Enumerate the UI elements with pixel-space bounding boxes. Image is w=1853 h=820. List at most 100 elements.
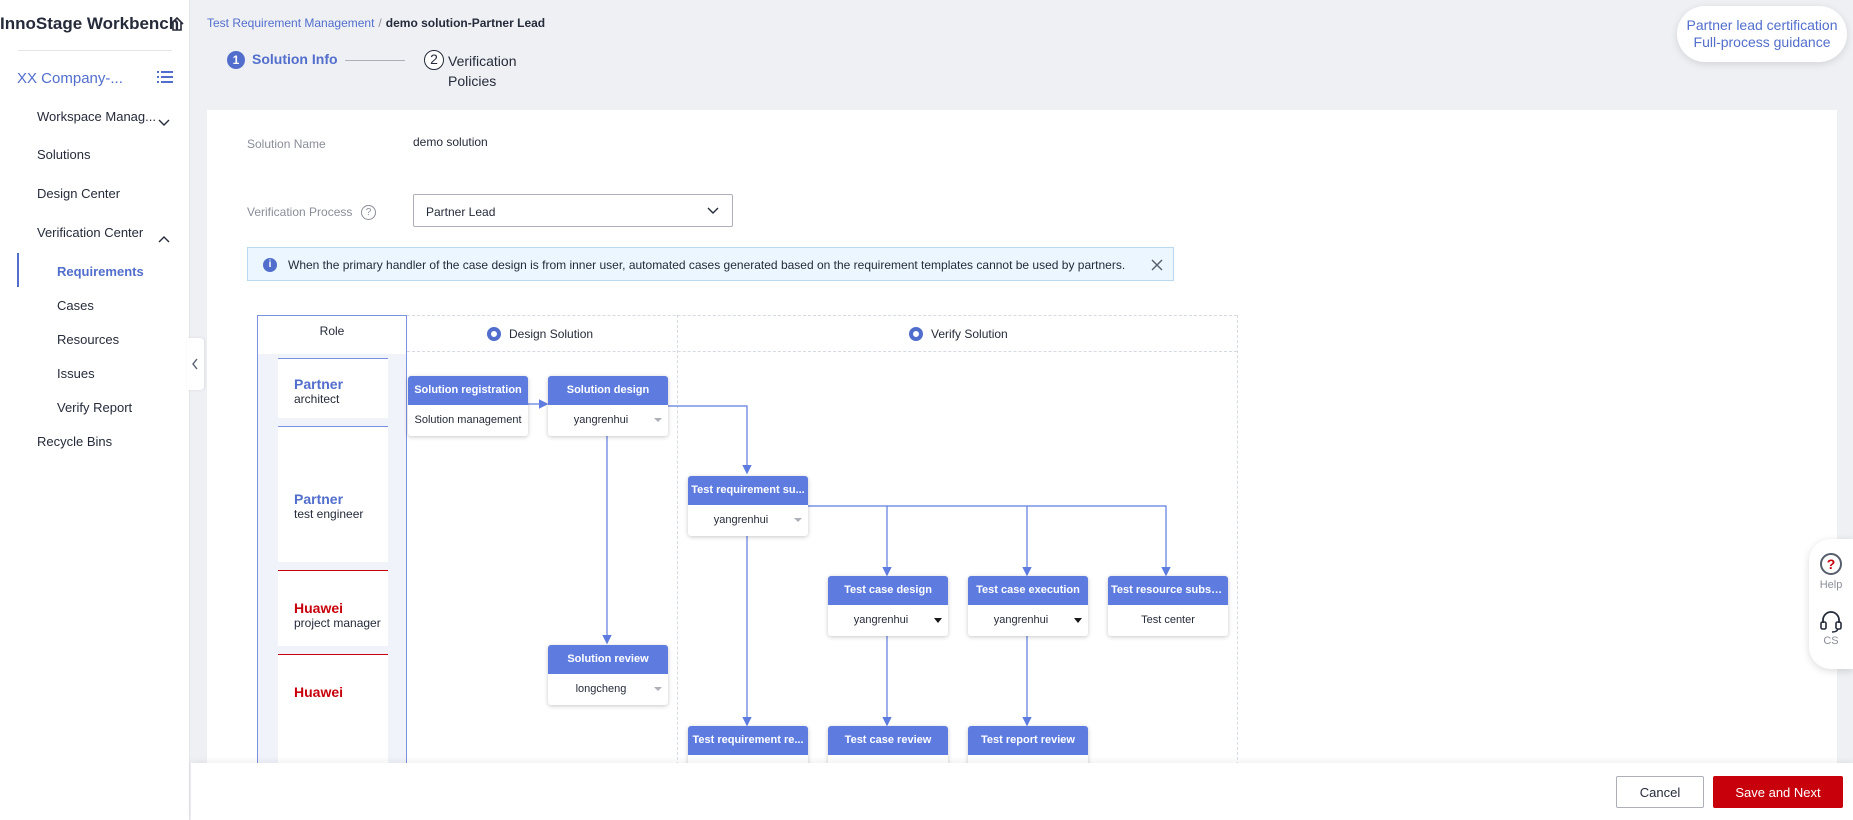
node-assignee-select[interactable]: yangrenhui [828, 605, 948, 636]
role-card: Huawei [278, 654, 388, 765]
caret-down-icon[interactable] [654, 687, 662, 691]
solution-name-value: demo solution [413, 135, 488, 149]
breadcrumb: Test Requirement Management/demo solutio… [207, 16, 545, 30]
node-title: Solution review [548, 645, 668, 674]
role-card: Partner architect [278, 358, 388, 418]
list-menu-icon[interactable] [157, 70, 173, 89]
node-value: yangrenhui [853, 614, 909, 626]
node-value: Test center [1141, 614, 1195, 626]
process-flow: Role Partner architect Partner test engi… [207, 110, 1837, 765]
sidebar-item-cases[interactable]: Cases [57, 298, 94, 313]
sidebar-item-verify-report[interactable]: Verify Report [57, 400, 133, 415]
sidebar-item-verification-center[interactable]: Verification Center [37, 225, 144, 240]
stage-label: Design Solution [509, 327, 594, 341]
node-value: yangrenhui [573, 414, 629, 426]
step-2-number: 2 [424, 50, 444, 70]
step-1-label[interactable]: Solution Info [252, 51, 338, 67]
sidebar-item-issues[interactable]: Issues [57, 366, 95, 381]
flow-node-test-case-review[interactable]: Test case review [828, 726, 948, 765]
breadcrumb-parent-link[interactable]: Test Requirement Management [207, 16, 375, 30]
node-assignee-select[interactable]: yangrenhui [688, 505, 808, 536]
radio-selected-icon[interactable] [487, 327, 501, 341]
flow-node-test-resource-subscription[interactable]: Test resource subsc... Test center [1108, 576, 1228, 636]
help-circle-icon[interactable]: ? [361, 205, 376, 220]
sidebar-item-resources[interactable]: Resources [57, 332, 120, 347]
cancel-button[interactable]: Cancel [1616, 776, 1704, 808]
company-switcher[interactable]: XX Company-... [17, 70, 123, 87]
verification-process-select[interactable]: Partner Lead [413, 194, 733, 227]
node-title: Test case review [828, 726, 948, 755]
notice-message: When the primary handler of the case des… [288, 258, 1126, 272]
node-value: Solution management [414, 414, 522, 426]
verification-process-value: Partner Lead [426, 205, 496, 219]
sidebar-collapse-handle[interactable] [187, 338, 204, 390]
node-value: yangrenhui [993, 614, 1049, 626]
help-label: Help [1819, 579, 1843, 591]
save-and-next-button[interactable]: Save and Next [1713, 776, 1843, 808]
role-column: Role Partner architect Partner test engi… [257, 315, 407, 765]
step-connector [345, 60, 405, 61]
node-title: Test case execution [968, 576, 1088, 605]
caret-down-icon[interactable] [934, 618, 942, 623]
sidebar-item-solutions[interactable]: Solutions [37, 147, 91, 162]
node-title: Test requirement su... [688, 476, 808, 505]
active-indicator [17, 253, 19, 287]
flow-connectors [528, 399, 1171, 727]
action-footer: Cancel Save and Next [191, 763, 1853, 820]
flow-node-test-requirement-review[interactable]: Test requirement re... [688, 726, 808, 765]
node-title: Test case design [828, 576, 948, 605]
info-icon: i [263, 258, 277, 272]
guidance-bubble[interactable]: Partner lead certification Full-process … [1677, 6, 1847, 62]
caret-down-icon[interactable] [794, 518, 802, 522]
caret-down-icon[interactable] [1074, 618, 1082, 623]
solution-name-label: Solution Name [247, 137, 326, 151]
node-assignee-select[interactable]: longcheng [548, 674, 668, 705]
node-assignee-select[interactable]: yangrenhui [968, 605, 1088, 636]
node-assignee-select[interactable]: yangrenhui [548, 405, 668, 436]
flow-node-solution-registration[interactable]: Solution registration Solution managemen… [408, 376, 528, 436]
help-question-icon[interactable]: ? [1820, 553, 1842, 575]
role-title: test engineer [294, 507, 364, 521]
guidance-line-2: Full-process guidance [1693, 34, 1831, 50]
sidebar-item-requirements[interactable]: Requirements [57, 264, 144, 279]
node-title: Test report review [968, 726, 1088, 755]
sidebar-item-design-center[interactable]: Design Center [37, 186, 121, 201]
sidebar: InnoStage Workbench XX Company-... Works… [0, 0, 190, 820]
solution-info-card: Solution Name demo solution Verification… [207, 110, 1837, 765]
sidebar-item-recycle-bins[interactable]: Recycle Bins [37, 434, 113, 449]
node-title: Solution registration [408, 376, 528, 405]
step-2-label[interactable]: Verification Policies [448, 53, 517, 89]
flow-node-test-case-execution[interactable]: Test case execution yangrenhui [968, 576, 1088, 636]
flow-node-test-report-review[interactable]: Test report review [968, 726, 1088, 765]
chevron-down-icon[interactable] [158, 114, 170, 132]
caret-down-icon[interactable] [654, 418, 662, 422]
node-title: Test requirement re... [688, 726, 808, 755]
radio-selected-icon[interactable] [909, 327, 923, 341]
flow-node-test-case-design[interactable]: Test case design yangrenhui [828, 576, 948, 636]
close-icon[interactable] [1151, 258, 1163, 276]
headset-icon [1820, 611, 1842, 633]
grid-line [677, 315, 678, 765]
grid-line [1237, 315, 1238, 765]
flow-node-test-requirement-submission[interactable]: Test requirement su... yangrenhui [688, 476, 808, 536]
breadcrumb-separator: / [378, 16, 382, 30]
customer-service-widget[interactable]: CS [1809, 611, 1853, 647]
cs-label: CS [1823, 635, 1839, 647]
chevron-down-icon [707, 207, 719, 214]
flow-node-solution-review[interactable]: Solution review longcheng [548, 645, 668, 705]
grid-line [407, 351, 1237, 352]
chevron-up-icon[interactable] [158, 230, 170, 248]
step-1-number: 1 [227, 51, 245, 69]
home-icon[interactable] [169, 16, 185, 37]
grid-line [407, 315, 1237, 316]
flow-node-solution-design[interactable]: Solution design yangrenhui [548, 376, 668, 436]
sidebar-item-workspace[interactable]: Workspace Manag... [37, 109, 156, 124]
role-org: Partner [294, 491, 344, 507]
verification-process-label: Verification Process [247, 205, 353, 219]
node-value: yangrenhui [713, 514, 769, 526]
breadcrumb-current: demo solution-Partner Lead [385, 16, 546, 30]
role-card: Partner test engineer [278, 426, 388, 562]
role-org: Huawei [294, 600, 344, 616]
help-widget[interactable]: ? Help [1809, 553, 1853, 591]
role-card: Huawei project manager [278, 570, 388, 646]
